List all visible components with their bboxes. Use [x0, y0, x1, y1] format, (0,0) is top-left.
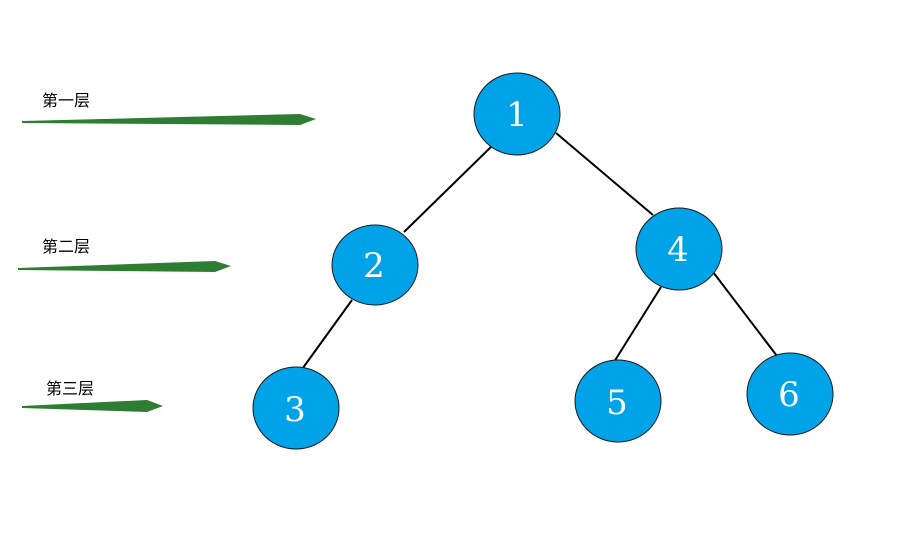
edge-1-4 — [555, 132, 654, 216]
node-label: 2 — [363, 246, 385, 286]
tree-node-5: 5 — [574, 359, 662, 443]
level-indicator-2: 第二层 — [18, 237, 231, 272]
node-circle — [746, 352, 834, 436]
tree-node-2: 2 — [331, 224, 419, 306]
tree-node-1: 1 — [473, 72, 561, 156]
level-arrow-2 — [18, 261, 231, 272]
edge-4-5 — [613, 286, 662, 363]
level-indicator-1: 第一层 — [22, 91, 316, 125]
edge-1-2 — [403, 144, 494, 233]
node-circle — [635, 207, 723, 291]
node-label: 4 — [667, 230, 689, 270]
node-circle — [473, 72, 561, 156]
node-circle — [252, 366, 340, 450]
tree-node-3: 3 — [252, 366, 340, 450]
tree-node-6: 6 — [746, 352, 834, 436]
node-label: 3 — [284, 390, 306, 430]
edge-2-3 — [299, 299, 353, 373]
tree-node-4: 4 — [635, 207, 723, 291]
level-label-1: 第一层 — [42, 91, 90, 110]
level-arrow-3 — [22, 400, 163, 412]
edge-4-6 — [712, 271, 778, 357]
node-label: 6 — [778, 375, 800, 415]
level-arrow-1 — [22, 114, 316, 125]
node-circle — [574, 359, 662, 443]
tree-edges — [299, 132, 778, 373]
level-label-2: 第二层 — [42, 237, 90, 256]
level-indicator-3: 第三层 — [22, 379, 163, 412]
node-circle — [331, 224, 419, 306]
node-label: 1 — [506, 95, 528, 135]
level-label-3: 第三层 — [46, 379, 94, 398]
node-label: 5 — [606, 383, 628, 423]
